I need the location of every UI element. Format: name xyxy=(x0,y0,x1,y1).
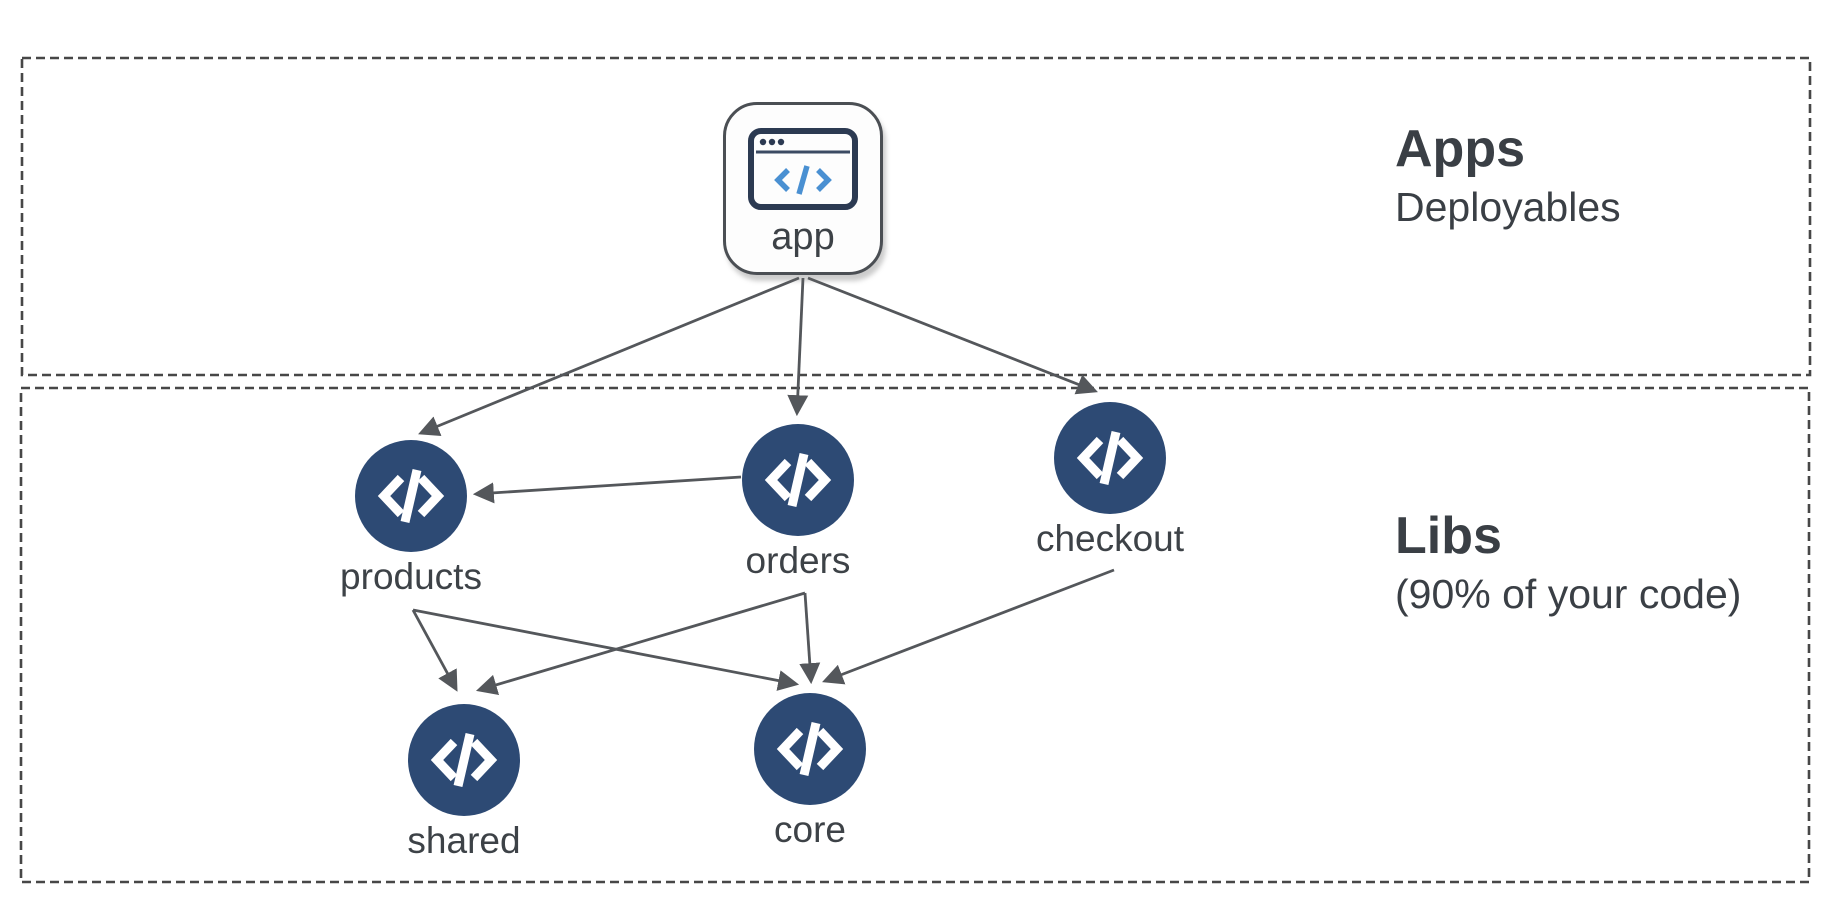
code-icon xyxy=(1076,430,1144,486)
node-orders xyxy=(742,424,854,536)
edge-app-to-products xyxy=(418,276,800,436)
apps-boundary-box xyxy=(20,56,1812,377)
node-shared-label: shared xyxy=(407,820,521,861)
section-apps: Apps Deployables xyxy=(1395,120,1621,233)
node-shared xyxy=(408,704,520,816)
node-products-label: products xyxy=(340,556,482,597)
edge-orders-to-products xyxy=(472,475,742,504)
edge-products-to-shared xyxy=(411,609,458,692)
section-libs: Libs (90% of your code) xyxy=(1395,507,1741,620)
browser-code-icon xyxy=(748,128,858,210)
node-core xyxy=(754,693,866,805)
node-checkout-label: checkout xyxy=(1035,518,1185,559)
libs-boundary-box xyxy=(19,386,1811,884)
code-icon xyxy=(377,468,445,524)
section-libs-subtitle: (90% of your code) xyxy=(1395,571,1742,618)
browser-dot-icon xyxy=(759,138,767,146)
code-icon xyxy=(430,732,498,788)
browser-dot-icon xyxy=(768,138,776,146)
edge-app-to-checkout xyxy=(807,276,1098,395)
edge-orders-to-shared xyxy=(475,591,806,695)
node-checkout xyxy=(1054,402,1166,514)
edge-products-to-core xyxy=(412,608,800,691)
code-glyph xyxy=(774,165,832,195)
edge-orders-to-core xyxy=(799,592,821,685)
node-core-label: core xyxy=(774,809,846,850)
node-orders-label: orders xyxy=(745,540,851,581)
node-app: app xyxy=(723,102,883,275)
node-app-label: app xyxy=(771,216,835,258)
code-icon xyxy=(764,452,832,508)
node-products xyxy=(355,440,467,552)
edge-checkout-to-core xyxy=(822,568,1115,685)
edge-app-to-orders xyxy=(787,277,809,417)
section-apps-title: Apps xyxy=(1395,120,1525,178)
section-apps-subtitle: Deployables xyxy=(1395,184,1621,231)
code-icon xyxy=(776,721,844,777)
browser-dot-icon xyxy=(777,138,785,146)
section-libs-title: Libs xyxy=(1395,507,1502,565)
